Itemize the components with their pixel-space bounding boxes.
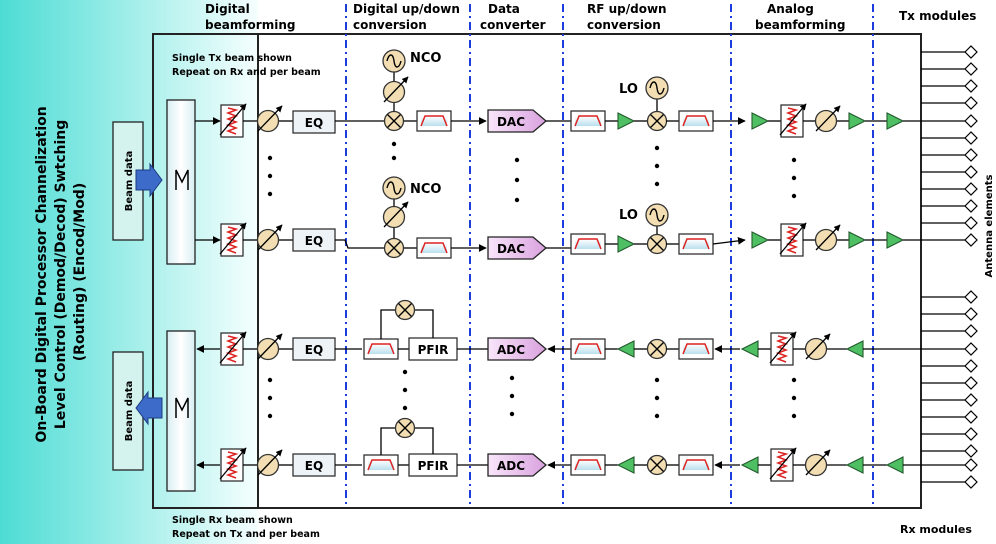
tx-beam-data: Beam data [112,121,163,241]
mixer-icon [383,110,405,132]
antenna-elements-label: Antenna elements [984,174,995,277]
adc-block [487,453,548,477]
mixer-icon [646,233,668,255]
column-dividers [345,4,874,508]
filter-icon [678,110,714,132]
title-analog-beamforming: Analog beamforming [755,2,845,32]
title-tx-modules: Tx modules [899,9,976,23]
mixer-icon [394,299,416,321]
dac-block [487,109,548,133]
rx-beam-data: Beam data [112,351,163,471]
tx-beam-data-label: Beam data [124,151,135,212]
mixer-icon [646,338,668,360]
nco-label: NCO [410,182,441,197]
analog-attenuator-icon [780,223,806,256]
lo-oscillator-icon [645,203,669,227]
filter-icon [570,110,606,132]
digital-attenuator-icon [220,332,246,365]
filter-icon [416,237,452,259]
eq-label: EQ [305,116,323,130]
rx-antenna-array [920,290,978,489]
tx-chain-2: EQ NCO DAC LO [195,176,921,260]
rx-beam-data-label: Beam data [124,381,135,442]
pfir-label: PFIR [418,343,449,357]
lo-label: LO [619,82,638,97]
rx-note: Single Rx beam shown Repeat on Tx and pe… [172,515,320,540]
rx-chain-1: EQ PFIR ADC [196,299,921,366]
mixer-icon [646,454,668,476]
title-data-converter: Data converter [480,2,546,32]
filter-icon [678,454,714,476]
splitter-icon [175,169,189,190]
adc-label: ADC [497,459,525,473]
filter-icon [416,110,452,132]
dac-label: DAC [497,242,525,256]
pfir-label: PFIR [418,459,449,473]
nco-oscillator-icon [382,176,406,200]
digital-attenuator-icon [220,104,246,137]
rx-combiner [166,330,196,492]
lo-oscillator-icon [645,76,669,100]
nco-oscillator-icon [382,49,406,73]
filter-icon [570,233,606,255]
nco-label: NCO [410,51,441,66]
filter-icon [363,454,399,476]
processor-title: On-Board Digital Processor Channelizatio… [34,101,88,442]
mixer-icon [646,110,668,132]
eq-block [292,110,336,134]
filter-icon [363,338,399,360]
rx-chain-2: EQ PFIR ADC [196,417,921,482]
analog-attenuator-icon [780,104,806,137]
tx-antenna-array [920,45,978,247]
continuation-dots [267,141,797,419]
tx-splitter [166,99,196,265]
mixer-icon [394,417,416,439]
digital-attenuator-icon [220,223,246,256]
rx-modules-label: Rx modules [900,523,972,536]
combiner-icon [175,397,189,418]
rx-beam-data-arrow-icon [135,390,163,426]
title-digital-updown: Digital up/down conversion [353,2,464,32]
dac-label: DAC [497,115,525,129]
tx-note: Single Tx beam shown Repeat on Rx and pe… [172,53,321,78]
filter-icon [678,338,714,360]
mixer-icon [383,237,405,259]
digital-attenuator-icon [220,448,246,481]
lo-label: LO [619,208,638,223]
analog-attenuator-icon [770,448,796,481]
adc-label: ADC [497,343,525,357]
filter-icon [678,233,714,255]
dac-block [487,236,548,260]
title-rf-updown: RF up/down conversion [587,2,671,32]
adc-block [487,337,548,361]
analog-attenuator-icon [770,332,796,365]
filter-icon [570,338,606,360]
tx-beam-data-arrow-icon [135,162,163,198]
filter-icon [570,454,606,476]
eq-label: EQ [305,343,323,357]
tx-chain-1: EQ NCO DAC LO [195,49,921,137]
eq-label: EQ [305,459,323,473]
title-digital-beamforming: Digital beamforming [205,2,295,32]
eq-label: EQ [305,234,323,248]
